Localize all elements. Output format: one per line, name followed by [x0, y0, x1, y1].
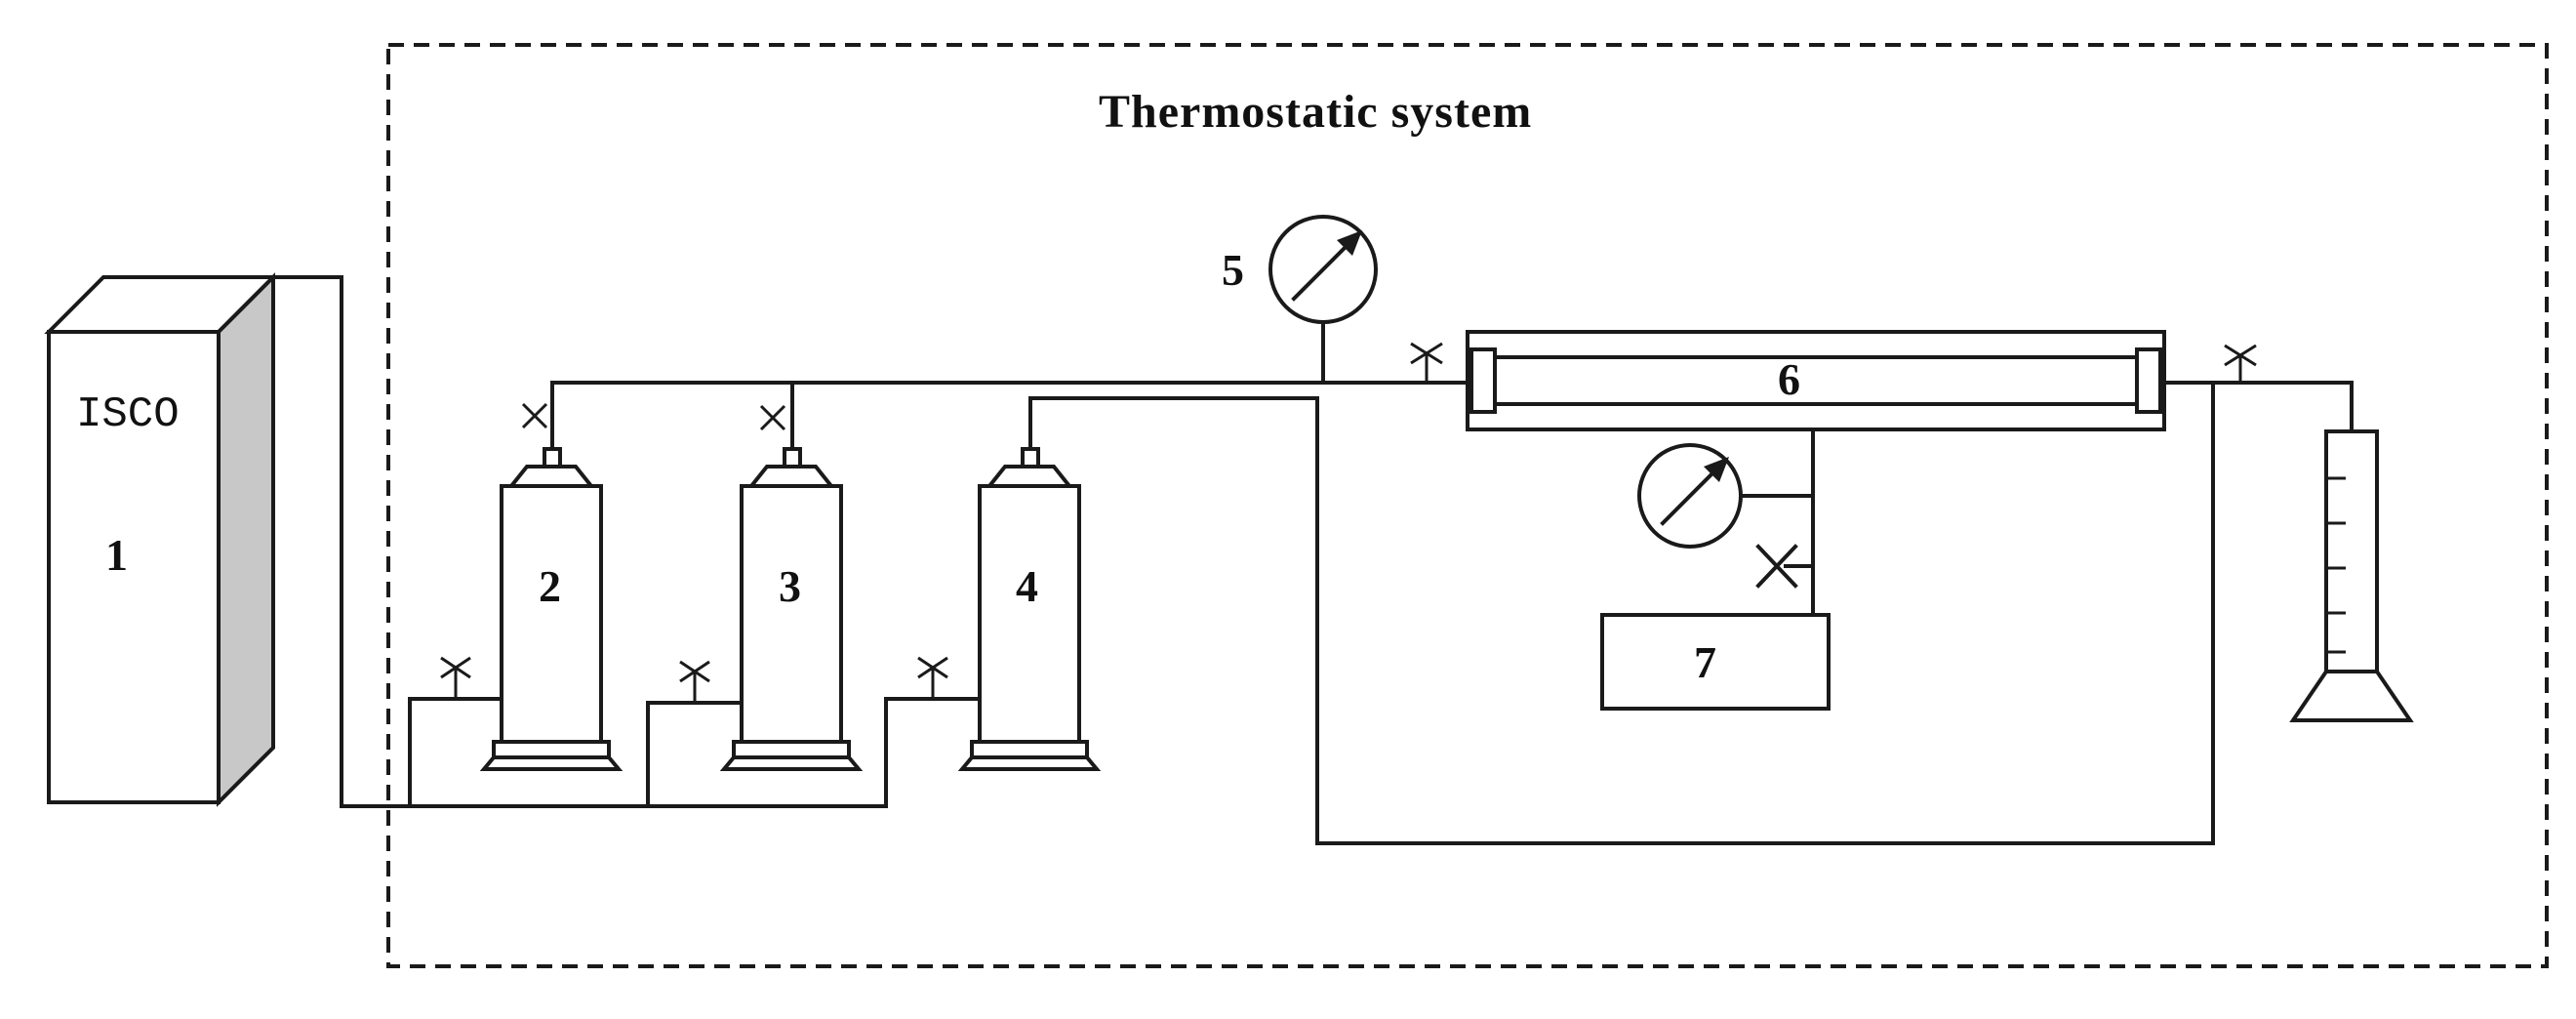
thermostatic-title: Thermostatic system [1099, 86, 1532, 138]
container-2-label: 2 [539, 561, 561, 611]
container-3-label: 3 [779, 561, 801, 611]
thermostatic-boundary [386, 43, 2549, 968]
pump-number-label: 1 [105, 530, 128, 580]
valve-icon [759, 404, 786, 431]
container-2: 2 [479, 447, 624, 771]
pump-front-face [47, 330, 221, 804]
bottom-branch-3 [646, 701, 744, 808]
core-holder-label: 6 [1778, 354, 1800, 404]
core-holder-6: 6 [1466, 330, 2166, 431]
container-4: 4 [957, 447, 1102, 771]
valve-icon [679, 660, 710, 703]
isco-pump: ISCO 1 [44, 272, 278, 807]
bottom-branch-4 [884, 697, 982, 808]
pump-outlet-line [271, 275, 888, 808]
device-7-label: 7 [1694, 637, 1716, 687]
pump-brand-label: ISCO [76, 390, 180, 439]
valve-icon [917, 656, 948, 699]
top-manifold-line [550, 381, 1469, 451]
pressure-gauge-5: 5 [1222, 215, 1378, 385]
valve-icon [2224, 344, 2257, 383]
container-3: 3 [719, 447, 864, 771]
container-4-label: 4 [1016, 561, 1038, 611]
valve-icon [1410, 342, 1443, 383]
gauge-5-label: 5 [1222, 245, 1244, 295]
pressure-gauge [1637, 443, 1815, 549]
outlet-line [2162, 381, 2354, 433]
measuring-cylinder [2289, 429, 2414, 722]
bottom-branch-2 [408, 697, 503, 808]
valve-icon [440, 656, 471, 699]
pump-side-face [217, 272, 275, 807]
valve-icon [521, 402, 548, 429]
valve-icon [1755, 544, 1798, 589]
device-7: 7 [1600, 613, 1831, 711]
